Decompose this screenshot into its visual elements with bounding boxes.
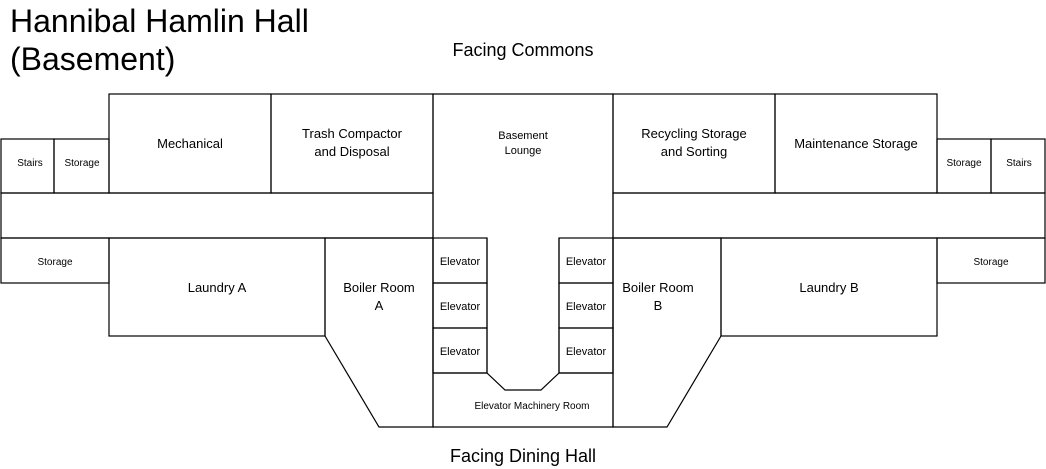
label-boiler-a-line2: A: [375, 298, 384, 313]
room-boiler-a: [324, 237, 434, 428]
label-storage-top-left: Storage: [64, 158, 99, 169]
label-elevator-right-3: Elevator: [566, 346, 607, 358]
label-trash-line2: and Disposal: [314, 144, 389, 159]
label-laundry-a: Laundry A: [188, 280, 247, 295]
label-lounge-line2: Lounge: [505, 145, 542, 157]
direction-facing-dining-hall: Facing Dining Hall: [449, 446, 597, 466]
label-storage-mid-left: Storage: [37, 257, 72, 268]
label-boiler-b-line2: B: [654, 298, 663, 313]
label-elevator-left-2: Elevator: [440, 301, 481, 313]
lounge-shaft: [486, 238, 560, 391]
title-line-2: (Basement): [10, 41, 176, 77]
corridor-right: [612, 192, 1046, 239]
label-elevator-left-3: Elevator: [440, 346, 481, 358]
label-elevator-right-2: Elevator: [566, 301, 607, 313]
label-trash-line1: Trash Compactor: [302, 126, 403, 141]
page-title: Hannibal Hamlin Hall (Basement): [10, 2, 309, 78]
label-maintenance: Maintenance Storage: [794, 136, 918, 151]
room-storage-mid-right: [936, 237, 1046, 284]
label-storage-mid-right: Storage: [973, 257, 1008, 268]
label-laundry-b: Laundry B: [799, 280, 858, 295]
label-stairs-right: Stairs: [1006, 158, 1032, 169]
label-storage-top-right: Storage: [946, 158, 981, 169]
label-boiler-b-line1: Boiler Room: [622, 280, 694, 295]
label-elevator-right-1: Elevator: [566, 256, 607, 268]
label-mechanical: Mechanical: [157, 136, 223, 151]
label-stairs-left: Stairs: [17, 158, 43, 169]
label-recycling-line1: Recycling Storage: [641, 126, 747, 141]
label-boiler-a-line1: Boiler Room: [343, 280, 415, 295]
label-recycling-line2: and Sorting: [661, 144, 728, 159]
corridor-left: [0, 192, 434, 239]
direction-facing-commons: Facing Commons: [452, 40, 594, 60]
label-elevator-left-1: Elevator: [440, 256, 481, 268]
title-line-1: Hannibal Hamlin Hall: [10, 3, 309, 39]
room-boiler-b: [612, 237, 722, 428]
room-laundry-b: [720, 237, 938, 337]
label-lounge-line1: Basement: [498, 130, 548, 142]
label-elevator-machinery: Elevator Machinery Room: [474, 401, 589, 412]
